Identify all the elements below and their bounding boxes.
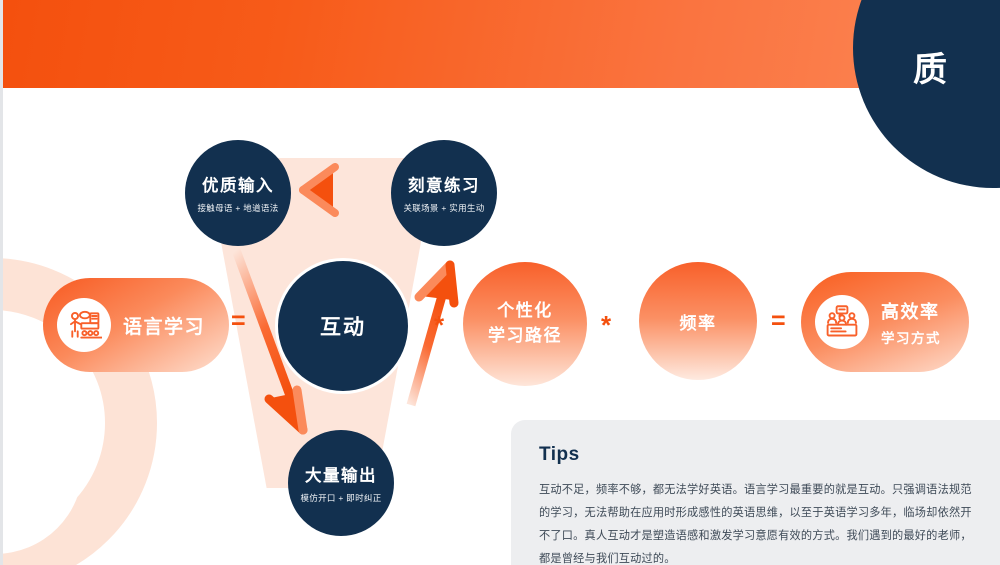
node-title: 互动 bbox=[320, 316, 366, 339]
corner-keyword: 质 bbox=[913, 51, 948, 89]
operator-equals-1: = bbox=[231, 307, 246, 335]
node-subtitle: 关联场景 + 实用生动 bbox=[403, 203, 485, 213]
operator-multiply-1: * bbox=[434, 310, 445, 340]
node-title: 优质输入 bbox=[202, 177, 274, 195]
pill-label-group: 高效率 学习方式 bbox=[881, 298, 941, 347]
corner-navy-circle bbox=[853, 0, 1000, 188]
factor-line-1: 个性化 bbox=[497, 301, 553, 321]
node-title: 大量输出 bbox=[305, 467, 377, 485]
node-subtitle: 接触母语 + 地道语法 bbox=[197, 203, 279, 213]
result-line-1: 高效率 bbox=[881, 301, 940, 322]
pill-label: 语言学习 bbox=[123, 316, 206, 338]
factor-frequency[interactable]: 频率 bbox=[639, 262, 757, 380]
pill-language-learning[interactable]: 语言学习 bbox=[43, 278, 229, 372]
factor-line-2: 学习路径 bbox=[488, 326, 562, 345]
node-massive-output[interactable]: 大量输出 模仿开口 + 即时纠正 bbox=[288, 430, 394, 536]
node-interaction-center[interactable]: 互动 bbox=[278, 261, 408, 391]
group-discussion-icon bbox=[815, 295, 869, 349]
result-line-2: 学习方式 bbox=[881, 330, 941, 346]
pill-efficient-learning-result[interactable]: 高效率 学习方式 bbox=[801, 272, 969, 372]
node-deliberate-practice[interactable]: 刻意练习 关联场景 + 实用生动 bbox=[391, 140, 497, 246]
slide-header bbox=[3, 0, 1000, 88]
factor-personalized-path[interactable]: 个性化 学习路径 bbox=[463, 262, 587, 386]
tips-panel: Tips 互动不足，频率不够，都无法学好英语。语言学习最重要的就是互动。只强调语… bbox=[511, 420, 1000, 565]
operator-equals-2: = bbox=[771, 307, 786, 335]
arrow-output-to-personalization bbox=[406, 260, 459, 407]
tips-title: Tips bbox=[539, 444, 580, 465]
operator-multiply-2: * bbox=[601, 310, 612, 340]
node-title: 刻意练习 bbox=[408, 177, 480, 195]
factor-label: 频率 bbox=[679, 313, 717, 333]
node-quality-input[interactable]: 优质输入 接触母语 + 地道语法 bbox=[185, 140, 291, 246]
teacher-classroom-icon bbox=[57, 298, 111, 352]
node-subtitle: 模仿开口 + 即时纠正 bbox=[300, 493, 382, 503]
tips-body: 互动不足，频率不够，都无法学好英语。语言学习最重要的就是互动。只强调语法规范的学… bbox=[539, 484, 972, 565]
